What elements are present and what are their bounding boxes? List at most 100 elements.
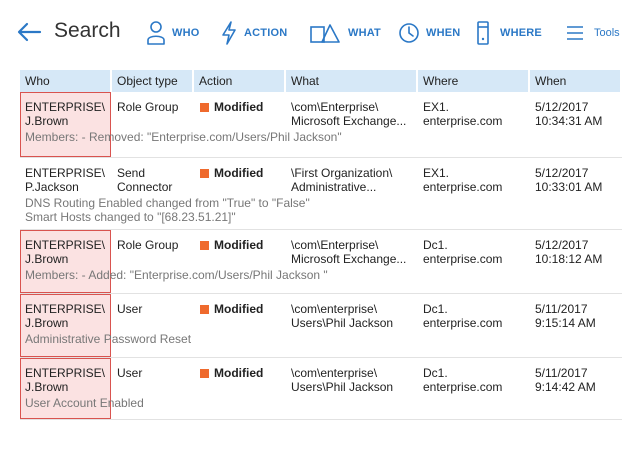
modified-status-icon [200, 102, 209, 112]
what-cell-line: Users\Phil Jackson [291, 316, 394, 330]
action-text: Modified [214, 238, 264, 252]
where-cell-line: enterprise.com [423, 252, 503, 266]
column-header-action[interactable]: Action [194, 70, 286, 92]
what-cell: \com\Enterprise\Microsoft Exchange... [291, 238, 417, 266]
server-icon [476, 20, 490, 46]
object-type-cell-line: User [117, 302, 143, 316]
when-label: WHEN [426, 27, 461, 39]
when-cell-line: 5/11/2017 [535, 302, 588, 316]
column-header-what[interactable]: What [286, 70, 418, 92]
action-text: Modified [214, 100, 264, 114]
where-cell-line: enterprise.com [423, 380, 503, 394]
where-cell: Dc1.enterprise.com [423, 238, 529, 266]
what-cell-line: Users\Phil Jackson [291, 380, 394, 394]
who-cell: ENTERPRISE\J.Brown [25, 366, 111, 394]
where-label: WHERE [500, 27, 542, 39]
where-filter-button[interactable]: WHERE [476, 18, 542, 48]
object-type-cell-line: Connector [117, 180, 173, 194]
when-cell-line: 9:15:14 AM [535, 316, 596, 330]
where-cell-line: Dc1. [423, 238, 448, 252]
what-cell-line: \com\Enterprise\ [291, 100, 379, 114]
where-cell-line: Dc1. [423, 366, 448, 380]
hamburger-icon [566, 25, 584, 41]
action-cell: Modified [200, 366, 263, 380]
when-cell-line: 5/12/2017 [535, 100, 589, 114]
who-cell-line: J.Brown [25, 252, 69, 266]
shapes-icon [310, 22, 340, 44]
who-cell-line: J.Brown [25, 114, 69, 128]
when-cell-line: 9:14:42 AM [535, 380, 596, 394]
who-cell-line: J.Brown [25, 316, 69, 330]
table-row[interactable]: ENTERPRISE\J.Brown Role Group Modified \com… [20, 92, 622, 158]
action-label: ACTION [244, 27, 288, 39]
where-cell-line: enterprise.com [423, 114, 503, 128]
who-filter-button[interactable]: WHO [146, 18, 199, 48]
modified-status-icon [200, 368, 209, 378]
who-cell-line: J.Brown [25, 380, 69, 394]
object-type-cell-line: User [117, 366, 143, 380]
search-toolbar: Search WHO ACTION WHAT WHEN WHERE T [0, 0, 640, 64]
change-detail: Members: - Removed: "Enterprise.com/User… [25, 130, 342, 144]
when-cell-line: 10:33:01 AM [535, 180, 603, 194]
table-row[interactable]: ENTERPRISE\J.Brown User Modified \com\enter… [20, 358, 622, 420]
person-icon [146, 20, 166, 46]
object-type-cell-line: Role Group [117, 100, 179, 114]
when-cell-line: 10:34:31 AM [535, 114, 603, 128]
where-cell-line: EX1. [423, 166, 450, 180]
column-header-when[interactable]: When [530, 70, 622, 92]
what-cell: \com\Enterprise\Microsoft Exchange... [291, 100, 417, 128]
when-filter-button[interactable]: WHEN [398, 18, 460, 48]
column-header-where[interactable]: Where [418, 70, 530, 92]
action-filter-button[interactable]: ACTION [220, 18, 287, 48]
where-cell: EX1.enterprise.com [423, 100, 529, 128]
what-cell: \First Organization\Administrative... [291, 166, 417, 194]
when-cell-line: 5/11/2017 [535, 366, 588, 380]
object-type-cell: User [117, 366, 193, 380]
where-cell-line: EX1. [423, 100, 450, 114]
column-header-object-type[interactable]: Object type [112, 70, 194, 92]
who-cell: ENTERPRISE\J.Brown [25, 100, 111, 128]
what-cell: \com\enterprise\Users\Phil Jackson [291, 302, 417, 330]
tools-menu-button[interactable]: Tools [566, 18, 620, 48]
who-cell-line: ENTERPRISE\ [25, 100, 106, 114]
who-cell-line: ENTERPRISE\ [25, 366, 106, 380]
column-header-who[interactable]: Who [20, 70, 112, 92]
action-cell: Modified [200, 238, 263, 252]
change-detail: Smart Hosts changed to "[68.23.51.21]" [25, 210, 236, 224]
modified-status-icon [200, 304, 209, 314]
when-cell-line: 5/12/2017 [535, 238, 589, 252]
what-filter-button[interactable]: WHAT [310, 18, 381, 48]
object-type-cell: User [117, 302, 193, 316]
what-cell-line: \com\enterprise\ [291, 302, 378, 316]
who-cell: ENTERPRISE\J.Brown [25, 238, 111, 266]
what-label: WHAT [348, 27, 381, 39]
action-text: Modified [214, 166, 264, 180]
who-cell-line: ENTERPRISE\ [25, 238, 106, 252]
where-cell: EX1.enterprise.com [423, 166, 529, 194]
change-detail: User Account Enabled [25, 396, 144, 410]
action-text: Modified [214, 302, 264, 316]
modified-status-icon [200, 240, 209, 250]
who-cell-line: P.Jackson [25, 180, 79, 194]
action-cell: Modified [200, 302, 263, 316]
object-type-cell-line: Role Group [117, 238, 179, 252]
lightning-icon [220, 20, 238, 46]
what-cell: \com\enterprise\Users\Phil Jackson [291, 366, 417, 394]
what-cell-line: \com\enterprise\ [291, 366, 378, 380]
table-row[interactable]: ENTERPRISE\J.Brown Role Group Modified \com… [20, 230, 622, 294]
back-arrow-icon[interactable] [16, 20, 44, 44]
what-cell-line: \com\Enterprise\ [291, 238, 379, 252]
when-cell-line: 10:18:12 AM [535, 252, 603, 266]
clock-icon [398, 22, 420, 44]
where-cell: Dc1.enterprise.com [423, 302, 529, 330]
